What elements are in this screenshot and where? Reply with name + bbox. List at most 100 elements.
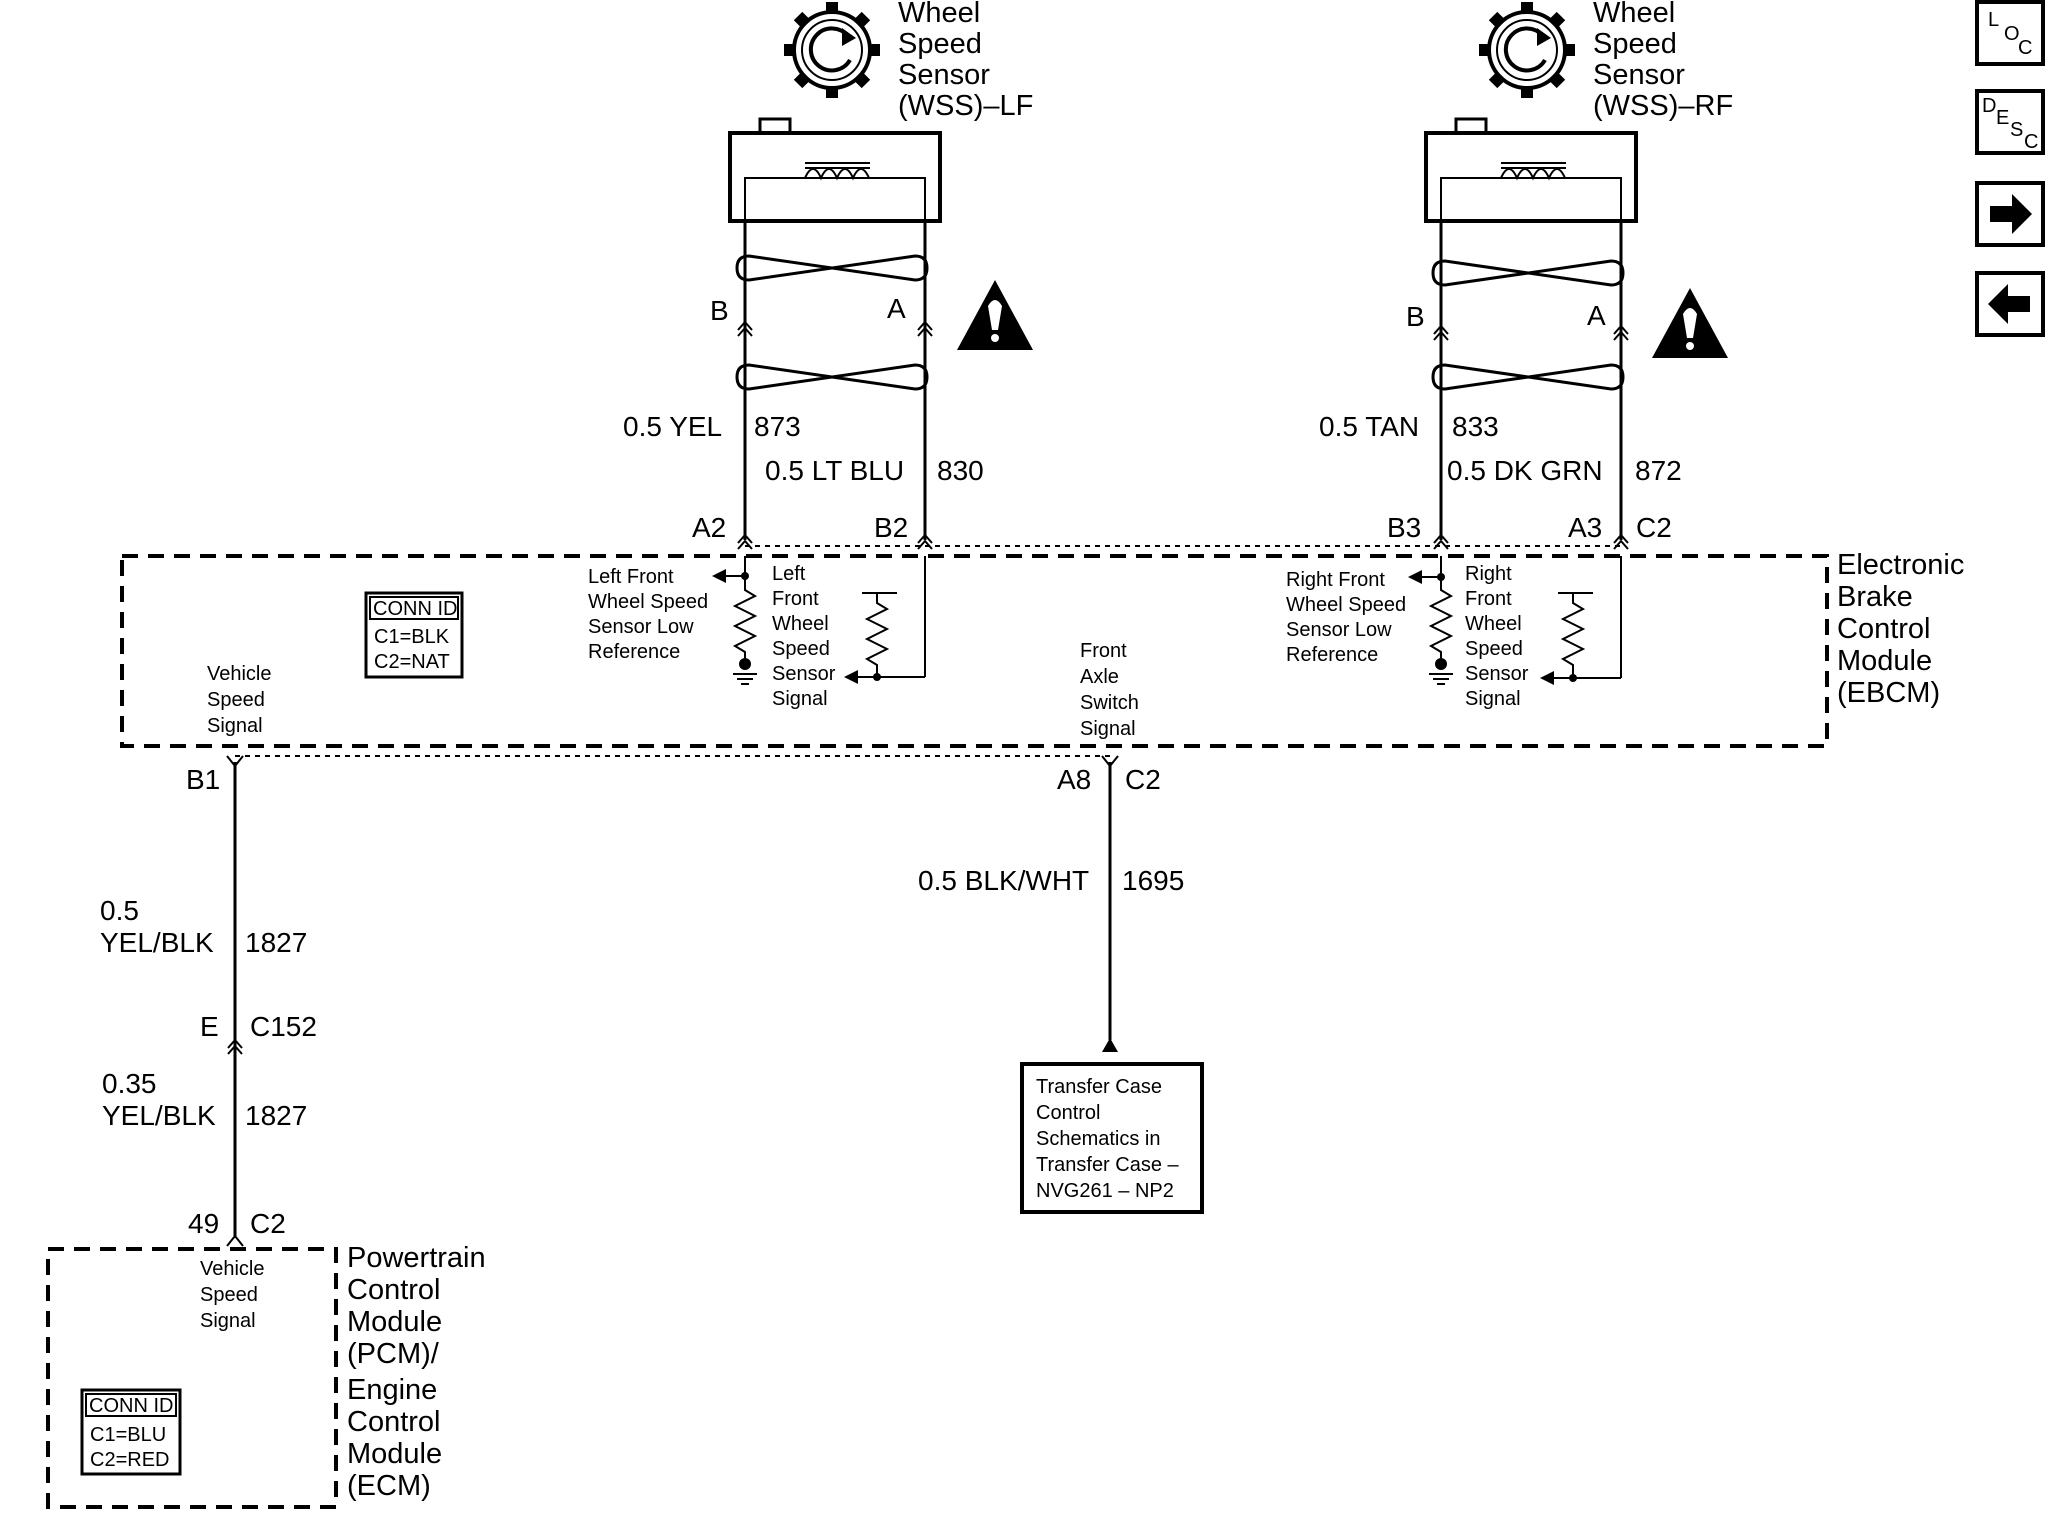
svg-text:Control: Control <box>347 1406 441 1438</box>
gear-icon <box>782 0 882 100</box>
pcm-conn-id-box: CONN ID C1=BLU C2=RED <box>80 1388 182 1476</box>
svg-text:C1=BLK: C1=BLK <box>374 626 450 648</box>
svg-text:Reference: Reference <box>1286 644 1378 666</box>
svg-text:B2: B2 <box>874 512 908 543</box>
arrow-left-icon <box>1988 284 2030 324</box>
warning-icon <box>1652 288 1728 358</box>
desc-button[interactable]: D E S C <box>1975 89 2045 155</box>
svg-text:B3: B3 <box>1387 512 1421 543</box>
prev-button[interactable] <box>1975 271 2045 337</box>
svg-text:Left: Left <box>772 563 806 585</box>
svg-text:Wheel Speed: Wheel Speed <box>1286 594 1406 616</box>
next-button[interactable] <box>1975 181 2045 247</box>
svg-text:(WSS)–RF: (WSS)–RF <box>1593 90 1733 122</box>
svg-text:(WSS)–LF: (WSS)–LF <box>898 90 1033 122</box>
svg-text:Right: Right <box>1465 563 1512 585</box>
svg-text:E: E <box>1996 107 2009 129</box>
svg-text:C2: C2 <box>250 1208 286 1239</box>
svg-text:Signal: Signal <box>1080 718 1136 740</box>
svg-text:Speed: Speed <box>1465 638 1523 660</box>
svg-text:Wheel Speed: Wheel Speed <box>588 591 708 613</box>
arrow-right-icon <box>1990 194 2032 234</box>
svg-text:(ECM): (ECM) <box>347 1470 431 1502</box>
svg-text:C: C <box>2018 37 2032 59</box>
svg-text:0.35: 0.35 <box>102 1068 157 1099</box>
svg-text:Module: Module <box>1837 645 1932 677</box>
svg-text:49: 49 <box>188 1208 219 1239</box>
svg-text:Left Front: Left Front <box>588 566 674 588</box>
svg-text:0.5 DK GRN: 0.5 DK GRN <box>1447 455 1603 486</box>
svg-text:Front: Front <box>772 588 819 610</box>
lf-internal-circuit: Left Front Wheel Speed Sensor Low Refere… <box>588 556 926 710</box>
svg-text:Sensor: Sensor <box>772 663 836 685</box>
svg-text:YEL/BLK: YEL/BLK <box>102 1100 216 1131</box>
svg-text:Axle: Axle <box>1080 666 1119 688</box>
svg-text:872: 872 <box>1635 455 1682 486</box>
svg-text:Reference: Reference <box>588 641 680 663</box>
svg-text:0.5: 0.5 <box>100 895 139 926</box>
svg-text:Transfer Case –: Transfer Case – <box>1036 1154 1180 1176</box>
svg-text:D: D <box>1982 95 1996 117</box>
svg-text:833: 833 <box>1452 411 1499 442</box>
svg-text:(PCM)/: (PCM)/ <box>347 1338 440 1370</box>
svg-text:Brake: Brake <box>1837 581 1913 613</box>
svg-text:0.5 BLK/WHT: 0.5 BLK/WHT <box>918 865 1089 896</box>
lf-wheel-speed-sensor: Wheel Speed Sensor (WSS)–LF <box>728 0 1033 391</box>
svg-text:Speed: Speed <box>1593 28 1677 60</box>
svg-text:Wheel: Wheel <box>1593 0 1675 29</box>
svg-text:Module: Module <box>347 1438 442 1470</box>
svg-text:Speed: Speed <box>772 638 830 660</box>
svg-text:C1=BLU: C1=BLU <box>90 1424 166 1446</box>
svg-text:A3: A3 <box>1568 512 1602 543</box>
svg-text:Signal: Signal <box>1465 688 1521 710</box>
svg-text:Powertrain: Powertrain <box>347 1242 486 1274</box>
svg-text:Module: Module <box>347 1306 442 1338</box>
svg-text:Speed: Speed <box>200 1284 258 1306</box>
svg-text:C152: C152 <box>250 1011 317 1042</box>
svg-text:B: B <box>710 295 729 326</box>
svg-text:Schematics in: Schematics in <box>1036 1128 1161 1150</box>
svg-text:A: A <box>887 293 906 324</box>
svg-text:Front: Front <box>1080 640 1127 662</box>
warning-icon <box>957 280 1033 350</box>
svg-text:Sensor Low: Sensor Low <box>1286 619 1392 641</box>
transfer-case-reference-box[interactable]: Transfer Case Control Schematics in Tran… <box>1020 1062 1204 1214</box>
svg-text:A: A <box>1587 300 1606 331</box>
rf-wheel-speed-sensor: Wheel Speed Sensor (WSS)–RF <box>1424 0 1733 391</box>
svg-text:Control: Control <box>1036 1102 1100 1124</box>
gear-icon <box>1477 0 1577 100</box>
svg-text:Control: Control <box>1837 613 1931 645</box>
svg-text:Sensor Low: Sensor Low <box>588 616 694 638</box>
svg-text:B: B <box>1406 301 1425 332</box>
ebcm-conn-id-box: CONN ID C1=BLK C2=NAT <box>364 591 464 679</box>
svg-text:Wheel: Wheel <box>772 613 829 635</box>
svg-text:Engine: Engine <box>347 1374 437 1406</box>
svg-text:NVG261 – NP2: NVG261 – NP2 <box>1036 1180 1174 1202</box>
svg-text:C2=RED: C2=RED <box>90 1449 169 1471</box>
svg-text:A2: A2 <box>692 512 726 543</box>
svg-text:E: E <box>200 1011 219 1042</box>
svg-text:B1: B1 <box>186 764 220 795</box>
svg-text:Sensor: Sensor <box>1593 59 1685 91</box>
svg-text:S: S <box>2010 119 2023 141</box>
svg-text:Vehicle: Vehicle <box>200 1258 265 1280</box>
svg-text:0.5 LT BLU: 0.5 LT BLU <box>765 455 904 486</box>
svg-text:Signal: Signal <box>207 715 263 737</box>
svg-text:A8: A8 <box>1057 764 1091 795</box>
loc-button[interactable]: L O C <box>1975 0 2045 66</box>
svg-text:C2: C2 <box>1125 764 1161 795</box>
svg-text:Transfer Case: Transfer Case <box>1036 1076 1162 1098</box>
svg-text:(EBCM): (EBCM) <box>1837 677 1940 709</box>
svg-text:Signal: Signal <box>772 688 828 710</box>
svg-text:YEL/BLK: YEL/BLK <box>100 927 214 958</box>
rf-internal-circuit: Right Front Wheel Speed Sensor Low Refer… <box>1286 556 1622 710</box>
svg-text:Front: Front <box>1465 588 1512 610</box>
svg-text:830: 830 <box>937 455 984 486</box>
pcm-ecm-module: Vehicle Speed Signal Powertrain Control … <box>46 1242 486 1509</box>
svg-text:Vehicle: Vehicle <box>207 663 272 685</box>
svg-text:1827: 1827 <box>245 1100 307 1131</box>
svg-text:Speed: Speed <box>207 689 265 711</box>
svg-text:0.5 TAN: 0.5 TAN <box>1319 411 1419 442</box>
svg-text:Signal: Signal <box>200 1310 256 1332</box>
